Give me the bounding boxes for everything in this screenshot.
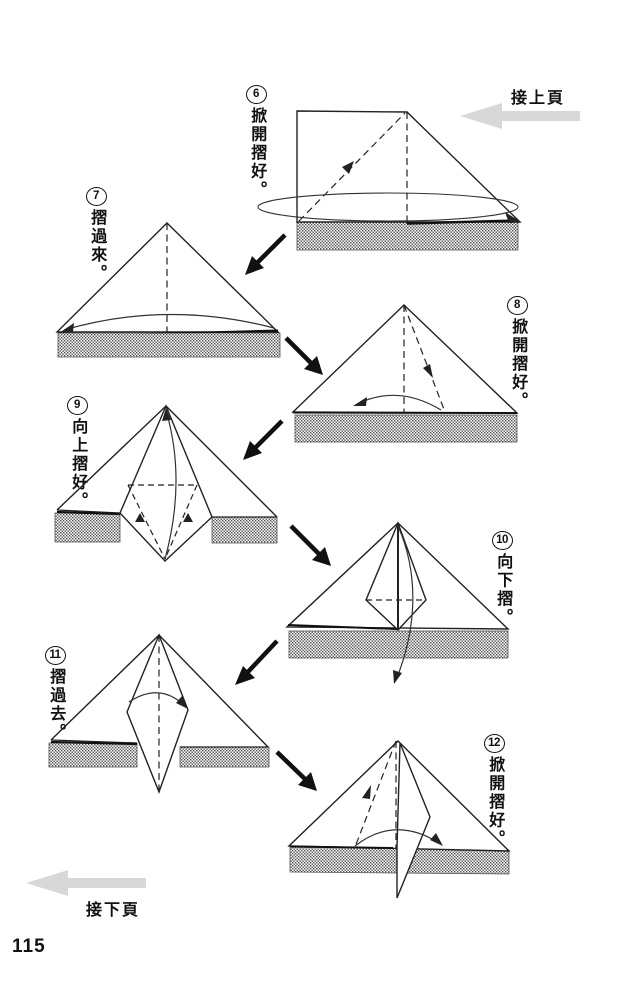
paper-right-edge bbox=[165, 405, 278, 518]
fold-arc-arrowhead bbox=[59, 323, 74, 333]
step-11-instruction: 摺過去。 bbox=[47, 668, 65, 742]
step-7-number: 7 bbox=[85, 187, 107, 206]
step-10-instruction: 向下摺。 bbox=[494, 553, 512, 627]
open-fold-arrow bbox=[354, 829, 440, 847]
step-11-number: 11 bbox=[44, 646, 66, 665]
layer-edge-line bbox=[292, 411, 518, 414]
next-step-arrow-10-11 bbox=[235, 639, 279, 685]
paper-base-hatch bbox=[288, 630, 509, 659]
step-10-number: 10 bbox=[491, 531, 513, 550]
fold-crease-dashed-left bbox=[127, 484, 166, 560]
step-8-instruction: 掀開摺好。 bbox=[509, 318, 527, 411]
step-6-instruction: 掀開摺好。 bbox=[248, 107, 266, 200]
fold-direction-mark-right bbox=[183, 513, 193, 522]
fold-up-arrow bbox=[164, 413, 177, 560]
fold-direction-mark bbox=[362, 785, 371, 799]
next-step-arrow-8-9 bbox=[243, 419, 284, 460]
layer-edge-line bbox=[287, 624, 398, 630]
fold-crease-dashed-slant bbox=[403, 304, 446, 413]
center-kite-flap bbox=[126, 633, 189, 794]
next-step-arrow-6-7 bbox=[245, 233, 287, 275]
layer-edge-left bbox=[50, 740, 138, 746]
fold-up-arrowhead bbox=[162, 408, 171, 421]
step-7-diagram bbox=[55, 222, 281, 358]
next-page-arrow-icon bbox=[26, 870, 146, 896]
paper-base-hatch-left bbox=[48, 742, 138, 768]
turn-over-arrowhead bbox=[505, 212, 521, 223]
paper-base-hatch-left bbox=[54, 512, 121, 543]
fold-direction-mark bbox=[342, 161, 354, 174]
paper-left-edge bbox=[50, 634, 160, 741]
wing-bottom-left bbox=[56, 509, 121, 514]
hanging-flap bbox=[396, 742, 431, 899]
step-10-diagram bbox=[285, 521, 510, 684]
step-6-number: 6 bbox=[245, 85, 267, 104]
fold-over-arrowhead bbox=[176, 696, 188, 709]
step-6-diagram bbox=[257, 110, 522, 251]
turn-over-arrow bbox=[257, 192, 519, 222]
step-11-label: 11 摺過去。 bbox=[42, 646, 68, 742]
layer-edge-left bbox=[56, 510, 121, 516]
paper-base-hatch bbox=[57, 332, 281, 358]
fold-arc-arrow bbox=[63, 313, 275, 331]
paper-right-edge bbox=[158, 634, 269, 748]
paper-base-hatch-right bbox=[211, 516, 278, 544]
fold-arc-arrowhead bbox=[353, 397, 367, 406]
paper-base-hatch bbox=[296, 221, 519, 251]
fold-direction-mark bbox=[423, 364, 433, 378]
paper-left-edge bbox=[56, 405, 167, 511]
paper-shape bbox=[296, 110, 522, 223]
step-10-label: 10 向下摺。 bbox=[489, 531, 515, 627]
step-9-diagram bbox=[54, 404, 278, 562]
next-step-arrow-9-10 bbox=[289, 524, 331, 566]
step-11-diagram bbox=[48, 633, 270, 794]
wing-bottom-left bbox=[50, 739, 138, 744]
next-step-arrow-7-8 bbox=[284, 336, 323, 375]
step-7-instruction: 摺過來。 bbox=[88, 209, 106, 283]
step-9-instruction: 向上摺好。 bbox=[69, 418, 87, 511]
layer-edge-line bbox=[289, 845, 394, 849]
open-fold-arrowhead bbox=[430, 833, 443, 846]
step-12-label: 12 掀開摺好。 bbox=[481, 734, 507, 849]
step-6-label: 6 掀開摺好。 bbox=[243, 85, 269, 200]
step-8-number: 8 bbox=[506, 296, 528, 315]
step-12-number: 12 bbox=[483, 734, 505, 753]
next-step-arrow-11-12 bbox=[275, 750, 317, 791]
paper-base-hatch-right bbox=[179, 746, 270, 768]
step-12-instruction: 掀開摺好。 bbox=[486, 756, 504, 849]
layer-edge-line bbox=[406, 219, 518, 225]
fold-down-arrowhead bbox=[393, 670, 402, 684]
step-9-number: 9 bbox=[66, 396, 88, 415]
page-number: 115 bbox=[12, 936, 46, 957]
step-8-label: 8 掀開摺好。 bbox=[504, 296, 530, 411]
step-7-label: 7 摺過來。 bbox=[83, 187, 109, 283]
center-kite-flap bbox=[119, 404, 213, 562]
fold-direction-mark-left bbox=[135, 513, 145, 522]
prev-page-label: 接上頁 bbox=[511, 90, 566, 107]
fold-down-arrow bbox=[395, 525, 414, 681]
step-8-diagram bbox=[291, 304, 519, 443]
paper-base-hatch bbox=[294, 414, 518, 443]
step-9-label: 9 向上摺好。 bbox=[64, 396, 90, 511]
prev-page-arrow-icon bbox=[460, 103, 580, 129]
paper-shape bbox=[55, 222, 280, 333]
step-12-diagram bbox=[287, 740, 511, 899]
fold-crease-dashed-right bbox=[164, 484, 198, 560]
fold-crease-dashed-slant bbox=[354, 740, 397, 848]
fold-crease-dashed-diagonal bbox=[298, 112, 406, 222]
next-page-label: 接下頁 bbox=[86, 902, 141, 919]
layer-edge-wedge bbox=[135, 329, 278, 334]
